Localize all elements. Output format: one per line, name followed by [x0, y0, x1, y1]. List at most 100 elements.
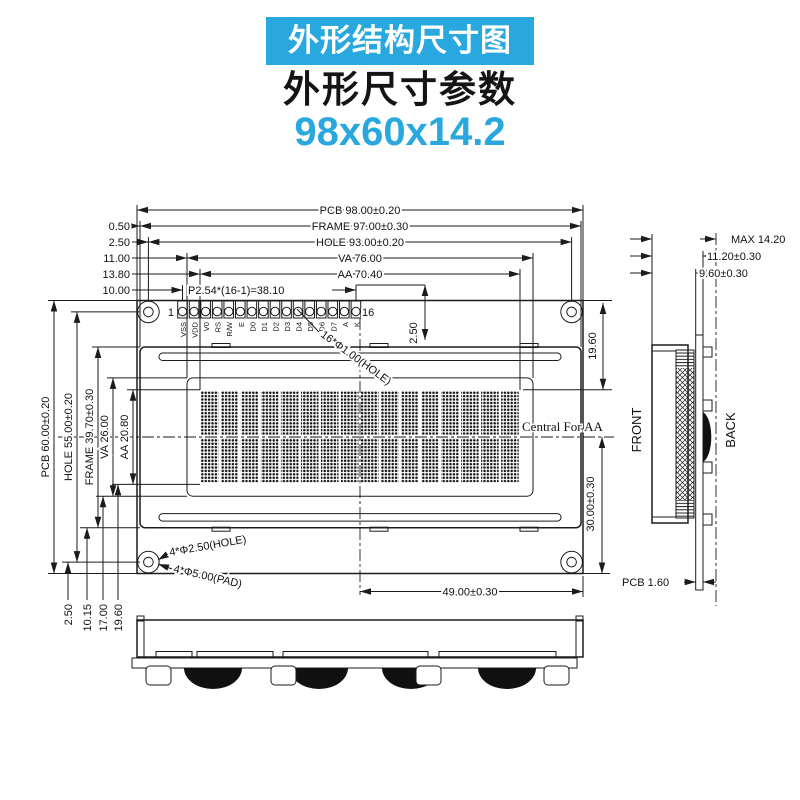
pin-hole: [270, 306, 280, 317]
pin-hole: [177, 306, 188, 317]
back-label: BACK: [723, 412, 738, 448]
char-cell: [461, 390, 479, 435]
char-cell: [340, 390, 359, 435]
char-cell: [501, 390, 519, 435]
pin1-number: 1: [168, 307, 174, 319]
offset-hole: 2.50: [109, 237, 130, 249]
dim-hole-height: HOLE 55.00±0.20: [63, 393, 75, 481]
pin-label-R/W: R/W: [225, 321, 234, 337]
pin-gap-dimension: 2.50: [406, 285, 429, 346]
char-cell: [360, 437, 379, 483]
pin-label-VDD: VDD: [191, 321, 200, 337]
dim-pcb-thickness: PCB 1.60: [622, 577, 669, 589]
bottom-dimension: 49.00±0.30: [360, 576, 584, 601]
right-extension-lines: [523, 300, 612, 574]
dim-hole-width: HOLE 93.00±0.20: [316, 237, 404, 249]
foot: [415, 665, 442, 686]
side-epoxy-blob: [703, 412, 712, 462]
pin-label-D1: D1: [260, 322, 269, 332]
char-cell: [320, 390, 339, 435]
dim-top-to-aa: 19.60: [587, 332, 599, 360]
bottom-feet: [145, 665, 570, 686]
header: 外形结构尺寸图 外形尺寸参数 98x60x14.2: [0, 0, 800, 152]
dim-va-height: VA 26.00: [99, 415, 111, 459]
mounting-holes: [137, 300, 583, 574]
dim-pin-pitch: P2.54*(16-1)=38.10: [188, 285, 284, 297]
char-cell: [481, 390, 499, 435]
pin-label-D5: D5: [306, 322, 315, 332]
pin-label-E: E: [237, 322, 246, 327]
dim-aa-width: AA 70.40: [338, 269, 383, 281]
char-cell: [240, 437, 259, 483]
dim-aa-height: AA 20.80: [119, 415, 131, 460]
central-for-aa-note: Central For AA: [522, 419, 603, 434]
dim-pcb-width: PCB 98.00±0.20: [320, 205, 401, 217]
char-cell: [501, 437, 519, 483]
pin-hole: [235, 306, 246, 317]
pin-hole: [212, 306, 222, 317]
dim-center-to-bottom: 30.00±0.30: [585, 477, 597, 532]
char-cell: [441, 390, 459, 435]
title-banner: 外形结构尺寸图: [266, 17, 534, 65]
bottom-body: [136, 619, 584, 658]
char-cell: [441, 437, 459, 483]
right-dimensions: 19.60 30.00±0.30: [523, 300, 612, 574]
backlight-bump: [478, 668, 536, 689]
char-cell: [481, 437, 499, 483]
char-cell: [220, 390, 239, 435]
top-extension-lines: [136, 205, 584, 390]
offset-bottom-va: 17.00: [98, 604, 110, 632]
side-extension-lines: [651, 234, 704, 345]
foot: [270, 665, 297, 686]
char-cell: [401, 390, 419, 435]
char-cell: [280, 390, 299, 435]
pin16-number: 16: [362, 307, 374, 319]
char-cell: [200, 390, 219, 435]
side-pcb: [695, 334, 704, 591]
dim-center-to-edge: 49.00±0.30: [443, 587, 498, 599]
char-cell: [340, 437, 359, 483]
top-dimensions: PCB 98.00±0.20 FRAME 97.00±0.30 HOLE 93.…: [136, 203, 584, 390]
overall-size-text: 98x60x14.2: [294, 109, 506, 154]
pin-hole: [304, 306, 315, 317]
backlight-bump: [290, 668, 348, 689]
char-cell: [200, 437, 219, 483]
dim-pin-gap: 2.50: [408, 322, 420, 343]
char-cell: [320, 437, 339, 483]
bottom-pcb-edge: [131, 657, 578, 669]
char-cell: [260, 390, 279, 435]
dim-frame-width: FRAME 97.00±0.30: [312, 221, 409, 233]
offset-aa: 13.80: [102, 269, 130, 281]
backlight-bumps: [184, 668, 536, 689]
pin-hole: [351, 306, 361, 317]
pin-hole: [293, 306, 303, 317]
pin-label-K: K: [352, 322, 361, 327]
dim-va-width: VA 76.00: [338, 253, 382, 265]
dim-to-pcb-back: 11.20±0.30: [707, 251, 761, 263]
char-cell: [280, 437, 299, 483]
pin-label-D7: D7: [329, 322, 338, 332]
pin-hole: [316, 306, 326, 317]
offset-frame: 0.50: [109, 221, 130, 233]
char-cell: [220, 437, 239, 483]
offset-bottom-hole: 2.50: [63, 604, 75, 625]
pin-label-D4: D4: [295, 322, 304, 332]
pin-hole: [258, 306, 269, 317]
title-banner-text: 外形结构尺寸图: [288, 23, 512, 58]
char-cell: [360, 390, 379, 435]
pin-label-D6: D6: [318, 322, 327, 332]
bezel-frame: [139, 346, 582, 529]
foot: [145, 665, 172, 686]
char-cell: [461, 437, 479, 483]
offset-va: 11.00: [103, 253, 130, 265]
char-cell: [380, 437, 399, 483]
char-cell: [300, 437, 319, 483]
pin-hole: [328, 306, 338, 317]
left-offset-dimensions: 0.50 2.50 11.00 13.80 10.00: [100, 219, 200, 299]
char-cell: [401, 437, 419, 483]
char-cell: [380, 390, 399, 435]
dim-pcb-height: PCB 60.00±0.20: [40, 397, 52, 478]
pin-label-D0: D0: [248, 322, 257, 332]
